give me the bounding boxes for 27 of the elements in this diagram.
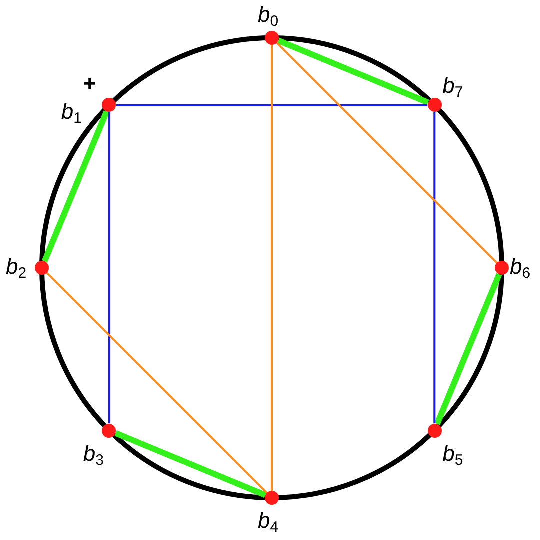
point-marker bbox=[35, 261, 49, 275]
point-label: b$_{3}$ bbox=[83, 442, 104, 468]
point-marker bbox=[102, 424, 116, 438]
chord-line bbox=[42, 110, 110, 263]
chord-line bbox=[276, 42, 498, 264]
point-label: b$_{1}$ bbox=[61, 101, 82, 126]
point-label: b$_{4}$ bbox=[258, 510, 279, 535]
chord-line bbox=[108, 112, 110, 424]
point-label: b$_{2}$ bbox=[6, 256, 27, 281]
point-marker bbox=[428, 98, 442, 112]
point-label: b$_{7}$ bbox=[442, 75, 464, 100]
point-label: b$_{0}$ bbox=[258, 4, 279, 29]
chord-line bbox=[277, 38, 430, 106]
chord-line bbox=[46, 272, 268, 494]
point-label: b$_{5}$ bbox=[442, 442, 464, 468]
chord-line bbox=[114, 430, 267, 498]
chord-line bbox=[271, 45, 273, 491]
point-marker bbox=[265, 31, 279, 45]
point-label: b$_{6}$ bbox=[510, 256, 531, 281]
chord-line bbox=[116, 104, 428, 106]
point-marker bbox=[495, 261, 509, 275]
point-marker bbox=[428, 424, 442, 438]
point-marker bbox=[265, 491, 279, 505]
chord-line bbox=[434, 273, 502, 426]
chord-line bbox=[434, 112, 436, 424]
point-marker bbox=[102, 98, 116, 112]
sign-label: + bbox=[83, 73, 96, 96]
